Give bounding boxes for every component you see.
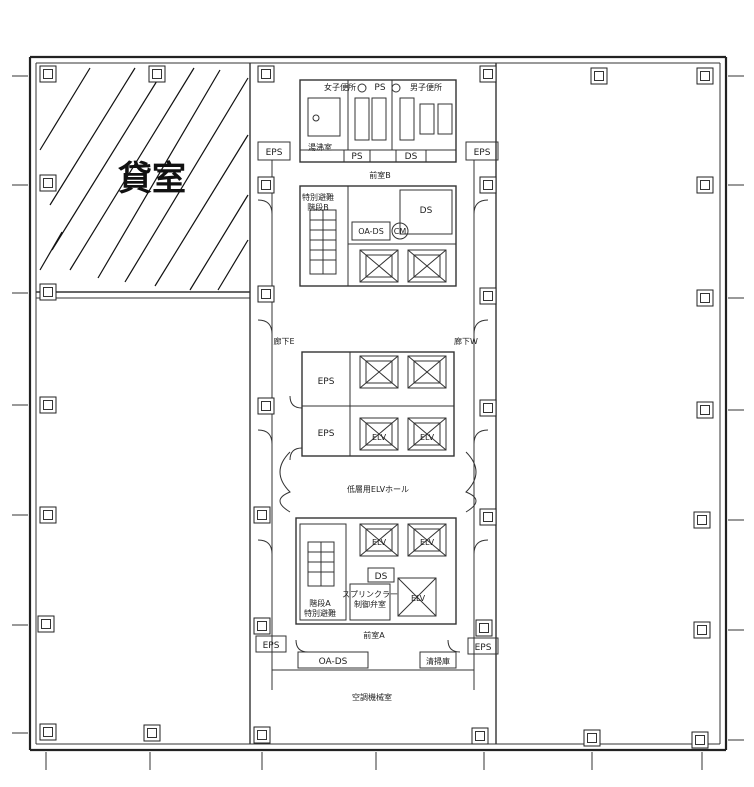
lower-core: ELV ELV DS スプリンクラー 制御弁室 ELV 階段A 特別避難 xyxy=(295,517,457,625)
upper-core: 特別避難 階段B DS OA-DS CM xyxy=(299,185,457,287)
ds-upper-label: DS xyxy=(420,206,433,216)
ac-room-label: 空調機械室 xyxy=(352,692,392,702)
sprinkler-label-1: スプリンクラー xyxy=(342,590,398,599)
mens-restroom-label: 男子便所 xyxy=(410,82,442,92)
eps-top: EPS EPS xyxy=(257,141,499,161)
sprinkler-label-2: 制御弁室 xyxy=(354,599,386,609)
oa-ds-upper-label: OA-DS xyxy=(358,227,384,236)
rental-room-label: 貸室 xyxy=(118,159,186,199)
elv-3-label: ELV xyxy=(372,538,387,547)
rental-hatching xyxy=(39,67,249,291)
outer-walls xyxy=(12,55,744,770)
bottom-core: EPS EPS OA-DS 清掃庫 空調機械室 xyxy=(255,635,499,702)
cleaning-room-label: 湯沸室 xyxy=(308,142,332,152)
womens-restroom-label: 女子便所 xyxy=(324,82,356,92)
lobby-a-label: 前室A xyxy=(363,630,385,640)
corridor-e-label: 廊下E xyxy=(273,336,294,346)
eps-tr-label: EPS xyxy=(474,148,491,158)
elv-5-label: ELV xyxy=(411,594,426,603)
lobby-b-label: 前室B xyxy=(369,170,391,180)
restroom-block: 女子便所 男子便所 PS 湯沸室 PS DS xyxy=(299,79,457,163)
ps-top-label: PS xyxy=(374,83,385,93)
cleaning-lower-label: 清掃庫 xyxy=(426,656,450,666)
oa-ds-lower-label: OA-DS xyxy=(319,657,348,667)
elv-hall-label: 低層用ELVホール xyxy=(347,484,409,494)
eps-bl-label: EPS xyxy=(263,641,280,651)
stair-a-label-2: 特別避難 xyxy=(304,608,336,618)
eps-mid1-label: EPS xyxy=(318,377,335,387)
ds-lower-core-label: DS xyxy=(375,572,388,582)
eps-tl-label: EPS xyxy=(266,148,283,158)
stair-b-label-2: 階段B xyxy=(307,202,329,212)
mid-core: EPS EPS ELV ELV xyxy=(301,351,455,457)
corridor-w-label: 廊下W xyxy=(454,336,478,346)
elv-2-label: ELV xyxy=(420,433,435,442)
stair-b-label-1: 特別避難 xyxy=(302,192,334,202)
cm-label: CM xyxy=(394,227,407,236)
stair-a-label-1: 階段A xyxy=(309,598,331,608)
elv-4-label: ELV xyxy=(420,538,435,547)
elv-1-label: ELV xyxy=(372,433,387,442)
ds-lower-label: DS xyxy=(405,152,418,162)
eps-br-label: EPS xyxy=(475,643,492,653)
eps-mid2-label: EPS xyxy=(318,429,335,439)
door-swings xyxy=(257,199,489,653)
ps-lower-label: PS xyxy=(351,152,362,162)
